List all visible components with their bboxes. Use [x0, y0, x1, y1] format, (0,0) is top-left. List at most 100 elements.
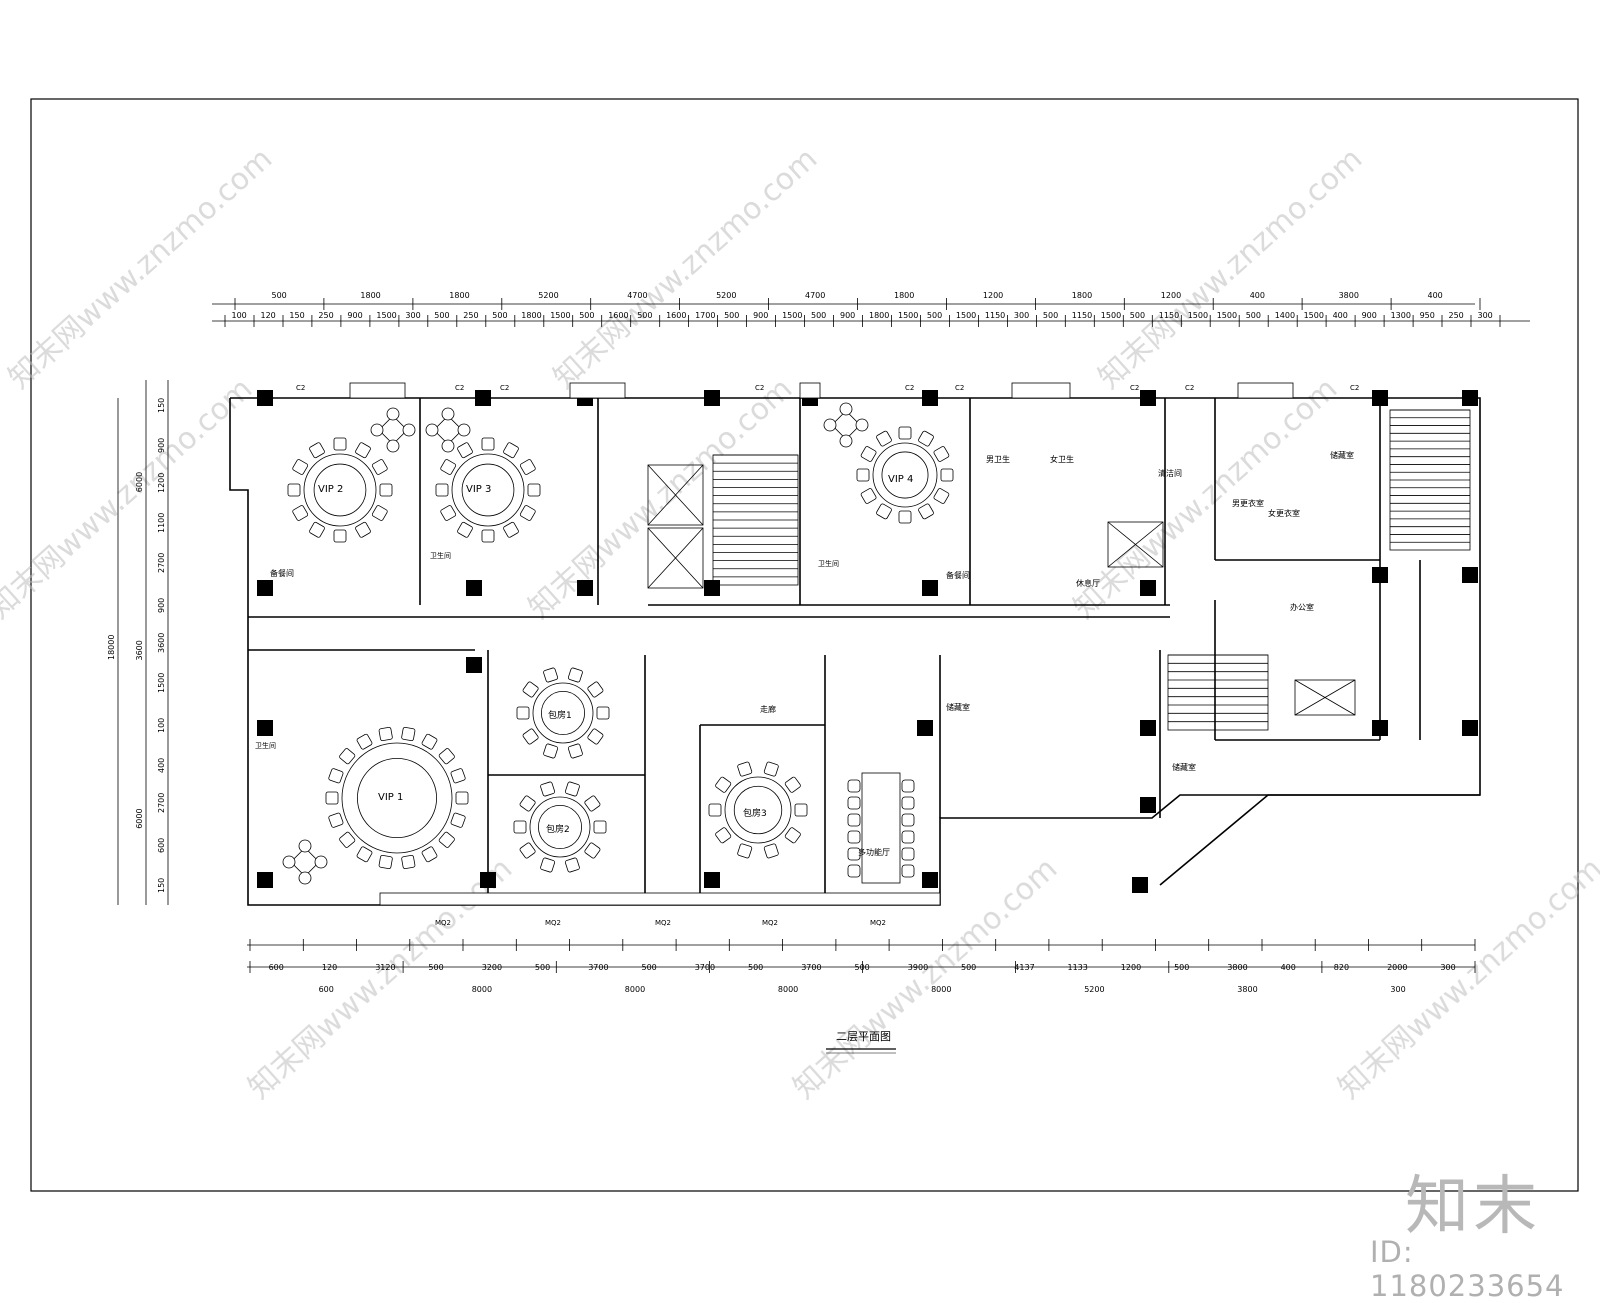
dim-bottom-1: 1133	[1068, 963, 1088, 972]
column	[1462, 567, 1478, 583]
dim-bottom-1: 1200	[1121, 963, 1141, 972]
dim-top-2: 900	[753, 311, 768, 320]
watermark-text: 知末网www.znzmo.com	[787, 851, 1064, 1106]
room-label-store3: 储藏室	[1172, 762, 1196, 772]
stair-core-left	[647, 454, 799, 589]
dim-top-2: 1500	[898, 311, 918, 320]
dim-left-2: 900	[157, 598, 166, 613]
room-label-room3: 包房3	[743, 807, 767, 819]
dim-left-2: 2700	[157, 793, 166, 813]
dim-bottom-2: 8000	[625, 985, 645, 994]
drawing-frame	[30, 98, 1579, 1192]
column	[1132, 877, 1148, 893]
dim-bottom-1: 400	[1281, 963, 1296, 972]
dim-top-2: 1500	[1101, 311, 1121, 320]
dim-bottom-1: 600	[269, 963, 284, 972]
dim-left-2: 1200	[157, 473, 166, 493]
dim-bottom-1: 3200	[482, 963, 502, 972]
column	[257, 720, 273, 736]
dim-bottom-1: 3700	[801, 963, 821, 972]
dim-top-2: 400	[1333, 311, 1348, 320]
left-total-dim: 18000	[107, 635, 116, 660]
dim-left-2: 900	[157, 438, 166, 453]
dim-top-2: 1400	[1275, 311, 1295, 320]
dim-top-2: 500	[1130, 311, 1145, 320]
column	[257, 390, 273, 406]
watermark-text: 知末网www.znzmo.com	[0, 371, 259, 626]
dim-top-1: 1800	[449, 291, 469, 300]
dim-top-2: 500	[434, 311, 449, 320]
dim-top-1: 400	[1428, 291, 1443, 300]
dim-top-2: 500	[492, 311, 507, 320]
dim-top-2: 120	[261, 311, 276, 320]
dim-top-2: 150	[289, 311, 304, 320]
column	[1372, 567, 1388, 583]
room-label-dressing1: 男更衣室	[1232, 498, 1264, 508]
room-label-corridor: 走廊	[760, 704, 776, 714]
room-label-dressing2: 女更衣室	[1268, 508, 1300, 518]
dim-bottom-1: 500	[855, 963, 870, 972]
room-label-wc-m: 男卫生	[986, 454, 1010, 464]
window-tag-top: C2	[1185, 384, 1194, 392]
dim-bottom-1: 3800	[1227, 963, 1247, 972]
dimension-lines	[117, 303, 1530, 968]
room-label-wc-c: 卫生间	[255, 741, 276, 750]
column	[922, 580, 938, 596]
dim-top-2: 950	[1420, 311, 1435, 320]
dim-bottom-1: 4137	[1014, 963, 1034, 972]
table-vip2	[287, 437, 393, 543]
dim-top-2: 1500	[376, 311, 396, 320]
dim-top-2: 1700	[695, 311, 715, 320]
dim-left-2: 1100	[157, 513, 166, 533]
room-label-vip4: VIP 4	[888, 474, 913, 485]
dim-left-1: 6000	[135, 472, 144, 492]
watermark-layer: 知末网www.znzmo.com 知末网www.znzmo.com 知末网www…	[0, 141, 1600, 1106]
room-label-room1: 包房1	[548, 709, 572, 721]
dim-top-1: 5200	[538, 291, 558, 300]
dim-bottom-2: 3800	[1237, 985, 1257, 994]
dim-top-2: 1500	[1304, 311, 1324, 320]
watermark-text: 知末网www.znzmo.com	[242, 851, 519, 1106]
table-small	[370, 407, 416, 453]
window-tag-top: C2	[905, 384, 914, 392]
dim-top-2: 1150	[985, 311, 1005, 320]
dim-top-2: 1300	[1391, 311, 1411, 320]
room-label-vip3: VIP 3	[466, 484, 491, 495]
column	[1372, 720, 1388, 736]
dim-top-2: 1800	[521, 311, 541, 320]
dim-top-2: 250	[318, 311, 333, 320]
window-tag-bottom: MQ2	[435, 919, 451, 927]
dim-left-2: 100	[157, 718, 166, 733]
room-label-wc-f: 女卫生	[1050, 454, 1074, 464]
dim-top-2: 900	[1362, 311, 1377, 320]
table-vip3	[435, 437, 541, 543]
dim-left-2: 1500	[157, 673, 166, 693]
dim-bottom-2: 8000	[778, 985, 798, 994]
column	[1140, 797, 1156, 813]
dim-bottom-1: 500	[748, 963, 763, 972]
column	[922, 390, 938, 406]
dim-top-2: 500	[579, 311, 594, 320]
dim-bottom-2: 300	[1390, 985, 1405, 994]
table-small	[823, 402, 869, 448]
dim-bottom-1: 3900	[908, 963, 928, 972]
dim-top-2: 100	[232, 311, 247, 320]
column	[704, 580, 720, 596]
dimension-ticks	[224, 298, 1501, 973]
dim-top-2: 1600	[608, 311, 628, 320]
column	[1140, 720, 1156, 736]
dim-top-2: 1600	[666, 311, 686, 320]
column	[1462, 390, 1478, 406]
dim-top-2: 250	[463, 311, 478, 320]
dim-bottom-1: 500	[642, 963, 657, 972]
column	[704, 872, 720, 888]
stair-core-right	[1107, 409, 1471, 731]
watermark-text: 知末网www.znzmo.com	[1067, 371, 1344, 626]
dim-top-1: 1800	[360, 291, 380, 300]
dim-top-1: 500	[272, 291, 287, 300]
room-label-vip1: VIP 1	[378, 792, 403, 803]
dim-top-2: 900	[840, 311, 855, 320]
structural-columns	[257, 390, 1478, 893]
room-label-pantry2: 备餐间	[946, 570, 970, 580]
